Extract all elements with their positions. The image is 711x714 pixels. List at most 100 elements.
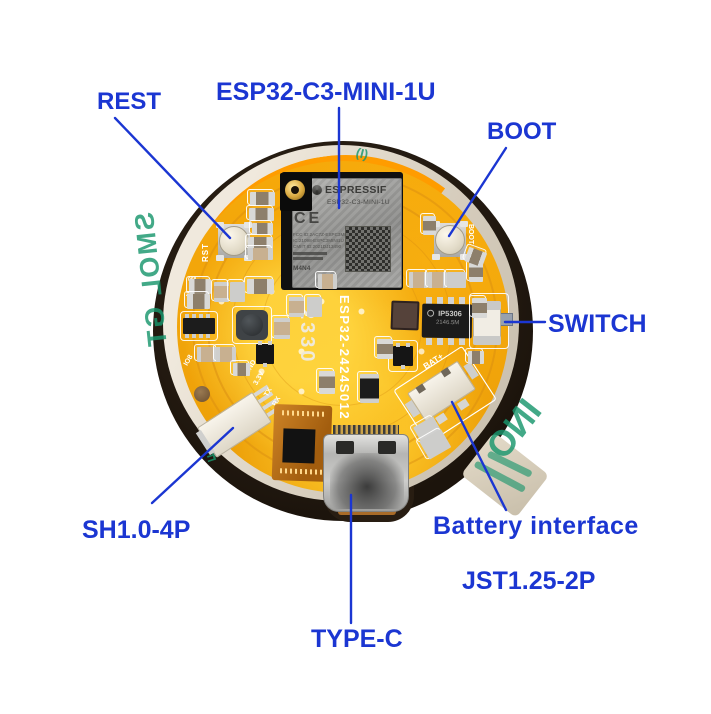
crystal-chip (390, 300, 420, 331)
smd-component (184, 291, 210, 309)
flex-contacts (281, 410, 325, 417)
switch-actuator (499, 313, 513, 326)
smd-body (318, 370, 335, 394)
smd-component (286, 294, 304, 317)
usb-shell-texture (330, 453, 404, 509)
chip-pins (185, 334, 213, 338)
smd-component (425, 269, 447, 288)
chip-pins (185, 314, 213, 318)
switch-cap (473, 336, 501, 345)
smd-component (247, 189, 275, 206)
label-battery-interface: Battery interface (433, 512, 639, 540)
smd-body (376, 338, 393, 359)
smd-body (248, 207, 274, 221)
smd-body (186, 293, 210, 309)
label-jst: JST1.25-2P (462, 567, 596, 595)
chip-pins (406, 343, 410, 347)
smd-component (420, 213, 436, 235)
usb-shell (323, 434, 409, 512)
module-model-text: ESP32-C3-MINI-1U (327, 199, 390, 206)
smd-component (316, 368, 335, 394)
smd-component (357, 371, 379, 403)
smd-component (249, 220, 273, 235)
chip-pins (426, 297, 468, 304)
smd-component (444, 269, 466, 288)
smd-body (232, 362, 250, 376)
chip-pins (426, 338, 468, 345)
smd-body (471, 297, 487, 318)
smd-component (465, 348, 484, 364)
smd-component (213, 344, 236, 362)
smd-body (467, 350, 484, 364)
smd-component (245, 234, 273, 249)
sot23-transistor (256, 341, 274, 367)
smd-body (422, 215, 436, 235)
power-inductor (236, 310, 268, 340)
smd-body (427, 271, 447, 288)
pmic-part-number: IP5306 (438, 308, 462, 319)
label-module: ESP32-C3-MINI-1U (216, 78, 436, 106)
chip-pins (401, 365, 405, 369)
boot-silkscreen: BOOT (467, 224, 474, 245)
button-tab (216, 222, 224, 228)
smd-body (247, 247, 273, 260)
rst-silkscreen: RST (201, 243, 210, 262)
chip-pins (263, 363, 267, 367)
smd-body (446, 271, 466, 288)
via-dots (177, 161, 180, 164)
usb-pins (333, 425, 399, 436)
button-cap (435, 225, 465, 255)
chip-body: IP5306 2146.5M (421, 303, 473, 339)
usb-type-c-connector (323, 425, 409, 513)
smd-component (227, 279, 245, 302)
silkscreen-outline (180, 311, 218, 341)
switch-cap (473, 301, 501, 310)
smd-body (317, 273, 337, 289)
smd-body (251, 222, 273, 235)
smd-component (211, 279, 229, 302)
label-rest: REST (97, 88, 162, 115)
label-boot: BOOT (487, 118, 557, 145)
smd-body (196, 346, 217, 362)
label-sh-connector: SH1.0-4P (82, 516, 191, 544)
chip-pins (268, 341, 272, 345)
smd-body (359, 373, 379, 403)
espressif-logo-icon (312, 185, 322, 195)
smd-body (273, 317, 290, 339)
pmic-chip: IP5306 2146.5M (420, 297, 474, 345)
module-brand: ESPRESSIF (312, 184, 387, 196)
smd-component (304, 294, 322, 317)
chip-body (183, 318, 215, 334)
touch-controller-chip (282, 428, 316, 464)
smd-component (374, 336, 393, 359)
smd-body (288, 296, 304, 317)
ce-mark: CE (294, 210, 323, 227)
smd-body (213, 281, 229, 302)
smd-body (246, 278, 274, 294)
usb-anchor-slot (378, 441, 396, 454)
smd-component (245, 245, 273, 260)
usb-anchor-slot (336, 441, 354, 454)
smd-body (188, 278, 211, 294)
smd-component (230, 360, 250, 376)
chip-logo-icon (427, 309, 435, 317)
flex-contacts (279, 468, 323, 475)
smd-body (215, 346, 236, 362)
smd-component (246, 205, 274, 221)
pmic-lot-code: 2146.5M (435, 319, 460, 327)
smd-component (469, 295, 487, 318)
chip-pins (396, 343, 400, 347)
smd-component (194, 344, 217, 362)
soic8-chip (183, 314, 215, 338)
button-tab (216, 255, 224, 261)
module-reg-line: IC:21098-ESPC3MINI1U (293, 238, 344, 243)
smd-component (186, 276, 211, 294)
button-tab (432, 254, 440, 260)
board-model-silkscreen: ESP32-2424S012 (337, 295, 352, 421)
module-reg-line: CMIIT ID:2021DJ13490 (293, 244, 342, 249)
smd-component (406, 269, 428, 288)
smd-body (229, 281, 245, 302)
label-switch: SWITCH (548, 310, 647, 338)
smd-component (271, 315, 290, 339)
